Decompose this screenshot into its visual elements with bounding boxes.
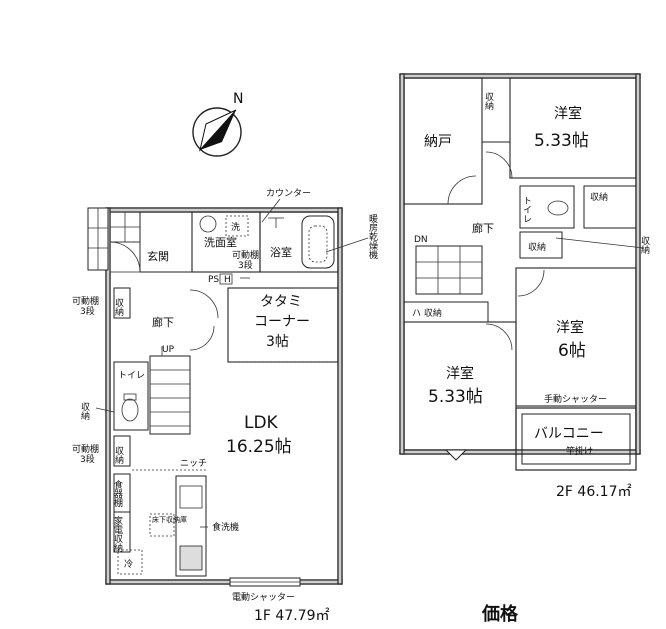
hallway-2f-label: 廊下 xyxy=(472,221,494,235)
fridge-label: 冷 xyxy=(124,558,133,570)
movable-shelf-top-line2: 3段 xyxy=(238,259,253,271)
floor1-plan: 玄関 洗 洗面室 可動棚 3段 浴室 カウンター 暖房乾燥機 PS H 収納 可 xyxy=(72,188,378,624)
compass: N xyxy=(192,91,243,157)
up-label: UP xyxy=(162,345,175,355)
floor1-area-label: 1F 47.79㎡ xyxy=(254,608,330,624)
bathtub-icon xyxy=(301,215,335,269)
porch-tiles xyxy=(87,207,141,271)
youshitsu-a-size: 5.33帖 xyxy=(534,131,589,151)
tatami-size: 3帖 xyxy=(266,334,289,350)
ldk-size: 16.25帖 xyxy=(226,437,292,457)
washroom-label: 洗面室 xyxy=(204,235,237,249)
tatami-line1: タタミ xyxy=(260,294,302,310)
stairs-1f: UP xyxy=(149,345,191,435)
niche-label: ニッチ xyxy=(180,458,207,469)
manual-shutter-label: 手動シャッター xyxy=(544,393,607,405)
movable-shelf-left-line2: 3段 xyxy=(80,305,95,317)
storage-mid-label: 収納 xyxy=(528,241,546,253)
ldk-name: LDK xyxy=(244,413,279,433)
storage-hanger-label: ハ 収納 xyxy=(412,307,442,319)
ps-label: PS xyxy=(208,275,219,285)
nando-label: 納戸 xyxy=(424,134,452,150)
youshitsu-b-size: 6帖 xyxy=(558,341,586,361)
h-label: H xyxy=(224,275,231,285)
washing-machine-label: 洗 xyxy=(231,221,240,233)
bath-dryer-label: 暖房乾燥機 xyxy=(367,213,378,260)
storage-outside-label: 収納 xyxy=(639,235,650,255)
youshitsu-c-size: 5.33帖 xyxy=(428,387,483,407)
storage-left-label: 収納 xyxy=(79,401,90,421)
movable-shelf-top-line1: 可動棚 xyxy=(232,249,259,261)
bath-label: 浴室 xyxy=(270,245,292,259)
pantry-line2: 家電収納 xyxy=(112,515,123,553)
youshitsu-b-name: 洋室 xyxy=(556,319,584,336)
sink-icon xyxy=(199,215,217,233)
movable-shelf-left-line1: 可動棚 xyxy=(72,295,99,307)
kitchen-counter xyxy=(175,475,207,577)
tatami-line2: コーナー xyxy=(254,314,310,330)
movable-shelf-low-line2: 3段 xyxy=(80,453,95,465)
washing-machine-icon xyxy=(225,215,249,237)
storage-short-2: 収納 xyxy=(113,445,124,465)
fridge-icon xyxy=(117,549,143,575)
toilet-1f-label: トイレ xyxy=(118,371,145,381)
svg-text:暖房乾燥機: 暖房乾燥機 xyxy=(367,213,378,260)
price-label: 価格 xyxy=(481,603,519,625)
electric-shutter-label: 電動シャッター xyxy=(232,592,295,603)
movable-shelf-low-line1: 可動棚 xyxy=(72,443,99,455)
storage-short-1: 収納 xyxy=(113,297,124,317)
stove-icon xyxy=(179,545,203,571)
storage-right-label: 収納 xyxy=(590,191,608,203)
balcony xyxy=(515,407,637,471)
kitchen-sink-icon xyxy=(179,485,203,509)
pantry-line1: 食器棚 xyxy=(112,479,123,508)
pole-label: 竿掛け xyxy=(566,445,593,457)
north-label: N xyxy=(233,91,243,107)
counter-label: カウンター xyxy=(266,188,311,199)
dn-label: DN xyxy=(414,235,428,245)
toilet-2f-label: トイレ xyxy=(521,196,532,223)
dishwasher-label: 食洗機 xyxy=(212,521,239,533)
storage-closet-label: 収納 xyxy=(483,91,494,111)
youshitsu-c-name: 洋室 xyxy=(446,365,474,382)
toilet-icon xyxy=(121,398,139,422)
hallway-1f-label: 廊下 xyxy=(152,315,174,329)
youshitsu-a-name: 洋室 xyxy=(554,105,582,122)
balcony-label: バルコニー xyxy=(534,426,604,442)
floor2-plan: 納戸 収納 洋室 5.33帖 トイレ 収納 収納 収納 廊下 DN xyxy=(399,73,650,500)
floor2-area-label: 2F 46.17㎡ xyxy=(556,484,632,500)
genkan-label: 玄関 xyxy=(147,249,169,263)
underfloor-storage-label: 床下収納庫 xyxy=(152,515,187,524)
stairs-2f xyxy=(415,245,483,295)
